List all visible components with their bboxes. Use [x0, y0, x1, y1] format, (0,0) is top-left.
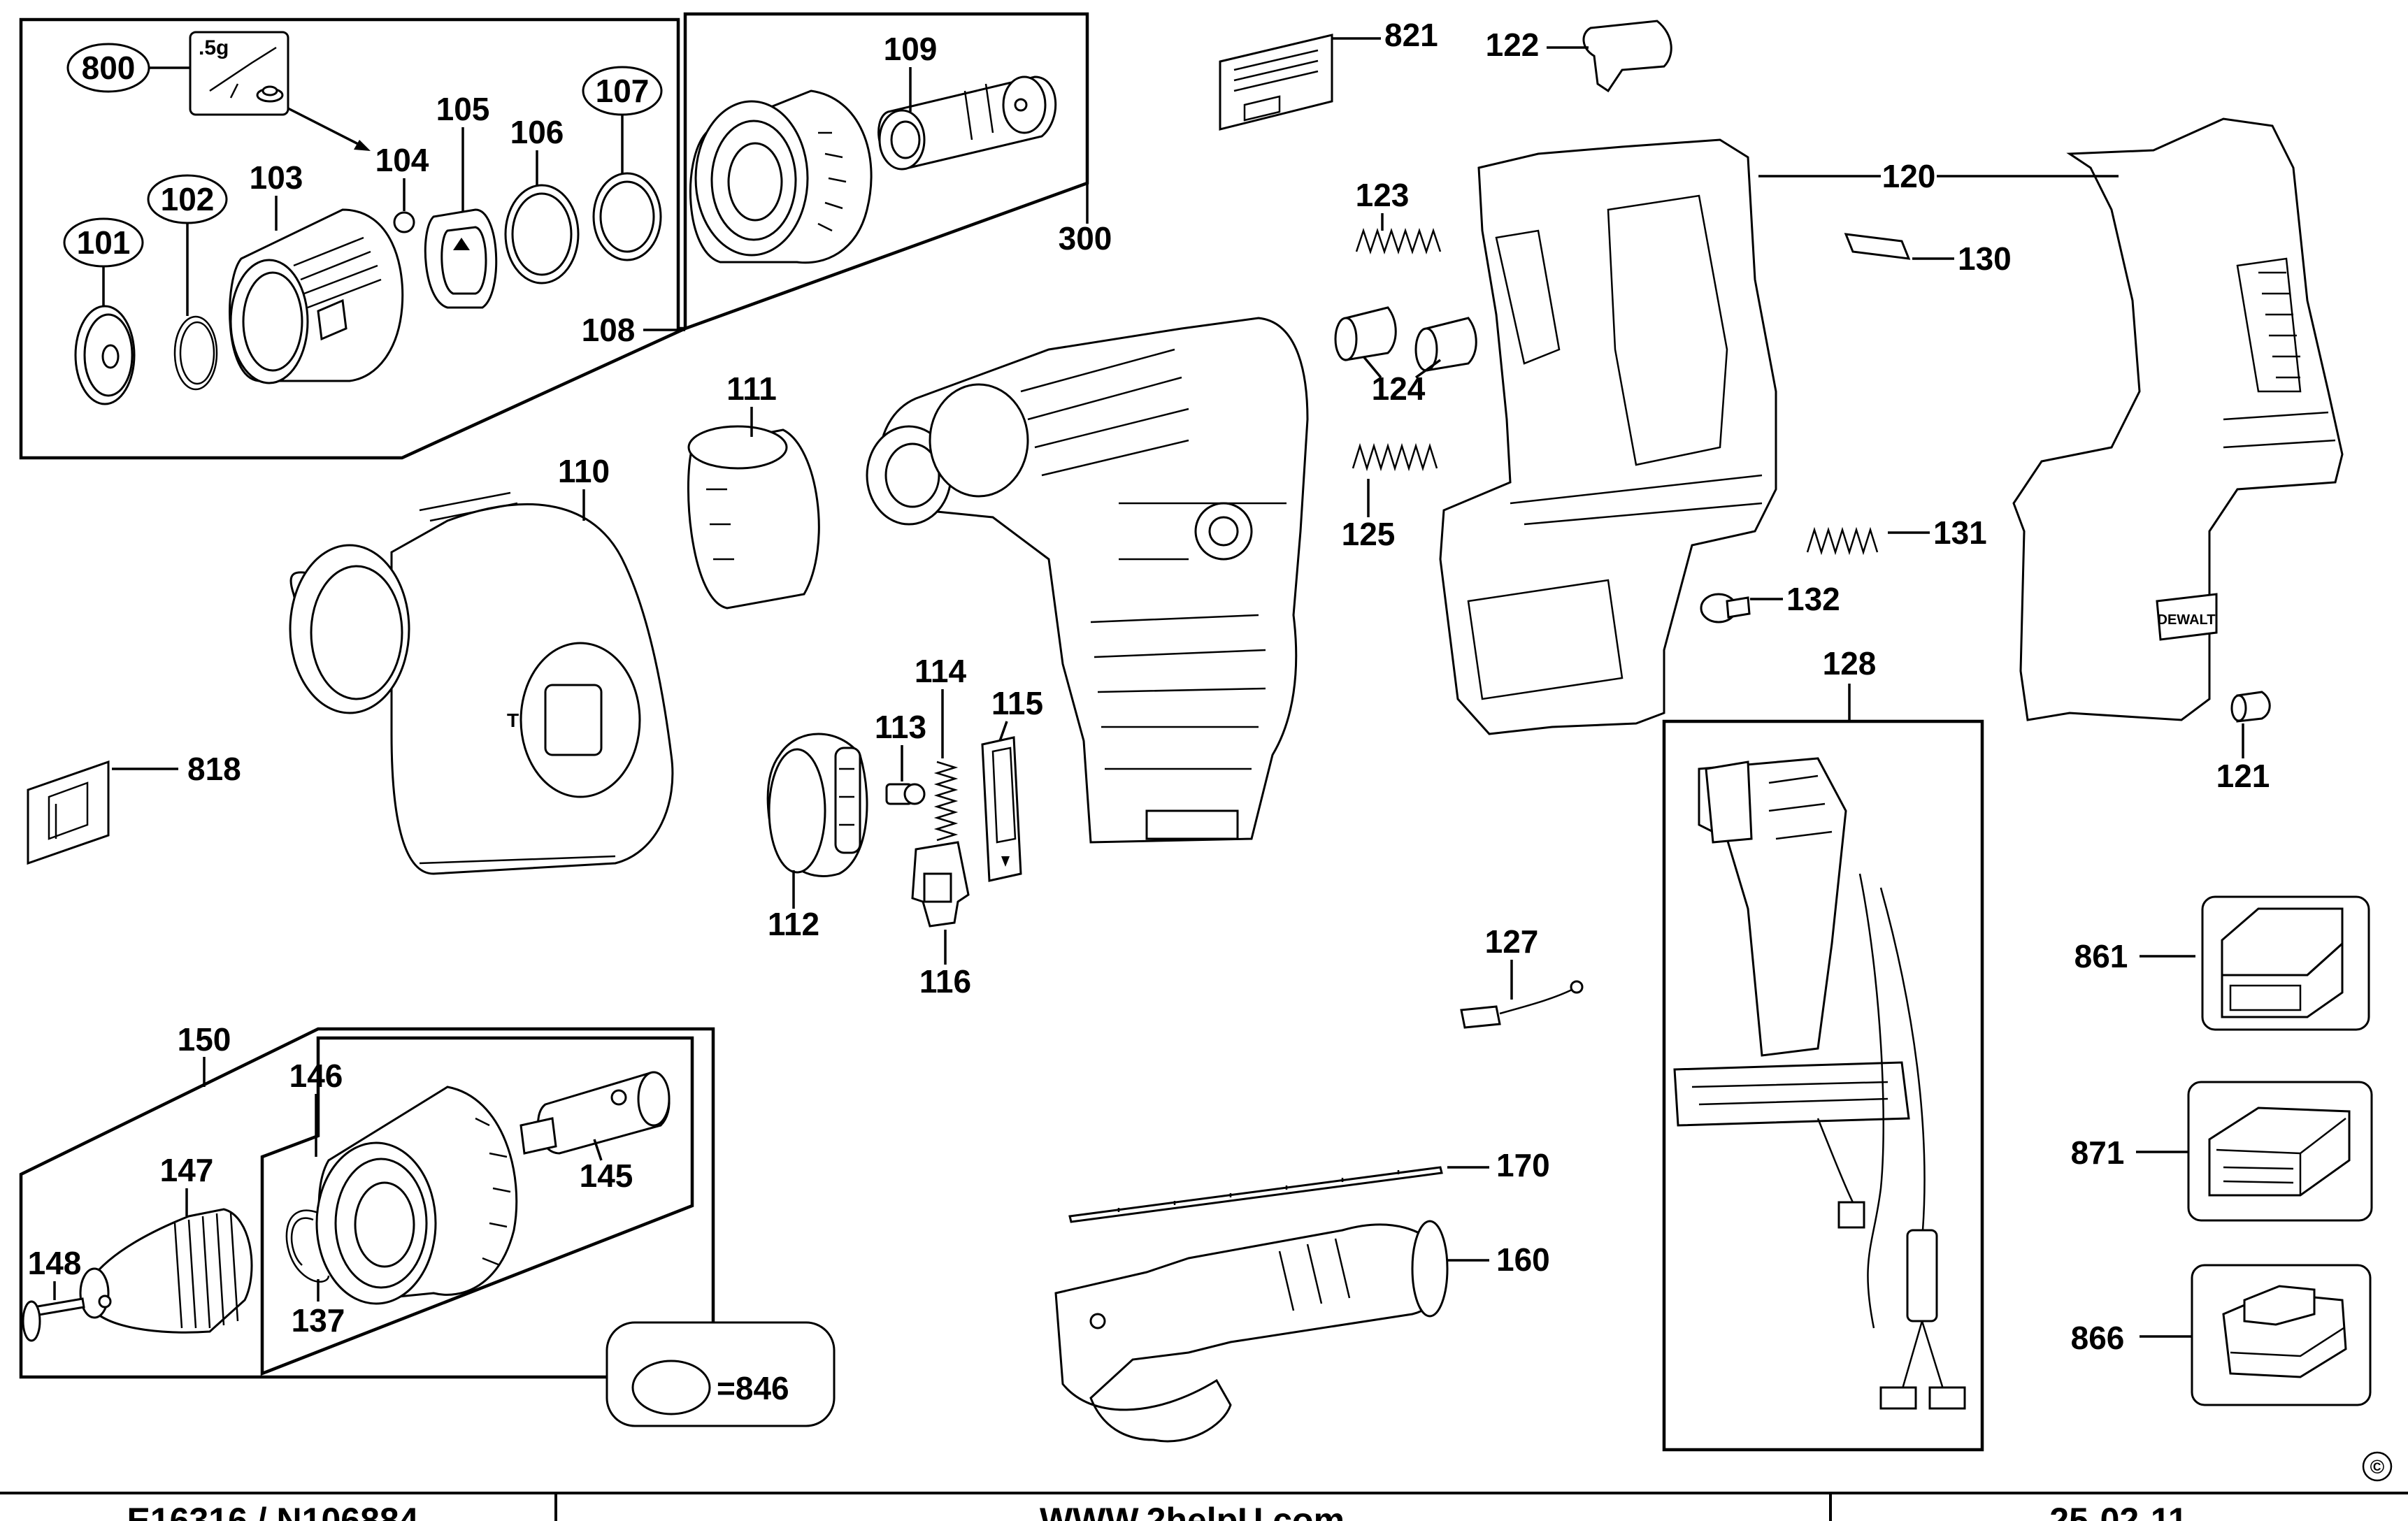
- side-handle-part: [1054, 1220, 1449, 1443]
- label-123: 123: [1356, 177, 1410, 213]
- label-128: 128: [1823, 645, 1877, 682]
- label-150: 150: [178, 1021, 231, 1058]
- label-115: 115: [991, 685, 1043, 721]
- carry-case-part: [2221, 907, 2344, 1018]
- housing-half-right-part: DEWALT: [2012, 117, 2344, 721]
- label-104: 104: [375, 142, 429, 178]
- label-116: 116: [919, 963, 971, 1000]
- label-113: 113: [875, 709, 926, 745]
- nameplate-label-part: [1219, 34, 1333, 131]
- slider-cover-part: [981, 736, 1022, 882]
- plug-132-part: [1700, 593, 1751, 623]
- footer-date: 25-02-11: [2049, 1501, 2187, 1521]
- label-102: 102: [161, 181, 215, 217]
- label-125: 125: [1342, 516, 1396, 552]
- detent-pin-part: [885, 783, 926, 805]
- label-846: =846: [717, 1370, 789, 1406]
- gearbox-housing-part: T: [289, 491, 674, 875]
- depth-rod-part: [1068, 1166, 1443, 1223]
- label-112: 112: [768, 906, 819, 942]
- label-160: 160: [1496, 1241, 1550, 1278]
- grease-amount-label: .5g: [199, 36, 229, 59]
- leader-line: [287, 107, 364, 148]
- o-ring-part: [592, 172, 662, 261]
- spring-125-part: [1352, 442, 1438, 472]
- footer-part-code: E16316 / N106884: [127, 1501, 418, 1521]
- label-300: 300: [1059, 220, 1112, 257]
- label-866: 866: [2071, 1320, 2125, 1356]
- label-871: 871: [2071, 1134, 2125, 1171]
- label-130: 130: [1958, 240, 2012, 277]
- label-101: 101: [77, 224, 131, 261]
- mode-selector-knob-part: [766, 733, 868, 877]
- pin-121-part: [2230, 691, 2271, 723]
- warning-label-part: [27, 760, 110, 865]
- label-127: 127: [1485, 923, 1539, 960]
- label-103: 103: [250, 159, 303, 196]
- sleeve-ring-part: [504, 184, 580, 284]
- ball-part: [393, 211, 415, 233]
- sensor-lead-part: [1460, 980, 1584, 1029]
- copyright-symbol: [2362, 1451, 2393, 1482]
- switch-wiring-harness-part: [1673, 757, 1966, 1410]
- label-120: 120: [1882, 158, 1936, 194]
- label-111: 111: [726, 370, 777, 407]
- label-148: 148: [28, 1245, 82, 1281]
- label-800: 800: [82, 50, 136, 86]
- svg-text:T: T: [507, 709, 519, 731]
- chuck-sleeve-part: [689, 89, 873, 264]
- collar-sleeve-part: [229, 208, 404, 384]
- brand-mark: DEWALT: [2158, 612, 2216, 628]
- label-821: 821: [1384, 17, 1438, 53]
- label-106: 106: [510, 114, 564, 150]
- keyless-chuck-kit-outline: [19, 1027, 715, 1379]
- sds-adapter-part: [519, 1071, 671, 1155]
- actuator-part: [911, 841, 970, 928]
- label-137: 137: [292, 1302, 345, 1339]
- motor-assembly-part: [866, 317, 1309, 844]
- label-145: 145: [580, 1158, 633, 1194]
- copyright-mark: ©: [2370, 1456, 2385, 1478]
- chuck-kit-outline: [19, 12, 1089, 460]
- label-861: 861: [2074, 938, 2128, 974]
- label-107: 107: [596, 73, 650, 109]
- housing-half-left-part: [1439, 138, 1777, 735]
- pins-124-part: [1334, 306, 1477, 372]
- retaining-ring-part: [173, 315, 218, 391]
- compression-spring-part: [933, 760, 959, 842]
- label-146: 146: [289, 1058, 343, 1094]
- footer-website[interactable]: WWW.2helpU.com: [1040, 1501, 1345, 1521]
- washer-part: [74, 305, 136, 405]
- label-110: 110: [558, 453, 610, 489]
- spindle-part: [877, 75, 1057, 171]
- switch-wiring-box: [1662, 719, 1984, 1452]
- chuck-screw-part: [22, 1297, 85, 1342]
- label-109: 109: [884, 31, 938, 67]
- label-122: 122: [1486, 27, 1540, 63]
- label-818: 818: [187, 751, 241, 787]
- snap-ring-part: [285, 1209, 330, 1283]
- battery-pack-part: [2222, 1285, 2347, 1378]
- switch-button-part: [1582, 20, 1672, 93]
- spring-123-part: [1355, 228, 1442, 254]
- keyless-chuck-part: [79, 1208, 253, 1334]
- o-ring-symbol-icon: [631, 1360, 711, 1415]
- gear-ring-part: [687, 425, 820, 610]
- label-131: 131: [1933, 514, 1987, 551]
- label-132: 132: [1786, 581, 1840, 617]
- label-105: 105: [436, 91, 490, 127]
- spring-131-part: [1806, 526, 1879, 556]
- slide-lock-part: [1844, 233, 1911, 260]
- dust-cap-part: [424, 208, 498, 309]
- charger-part: [2208, 1106, 2351, 1197]
- label-114: 114: [915, 653, 967, 689]
- label-108: 108: [582, 312, 636, 348]
- label-170: 170: [1496, 1147, 1550, 1183]
- label-147: 147: [160, 1152, 214, 1188]
- grease-kit-icon: .5g: [189, 31, 289, 116]
- chuck-sleeve-146-part: [315, 1086, 518, 1305]
- label-121: 121: [2216, 758, 2270, 794]
